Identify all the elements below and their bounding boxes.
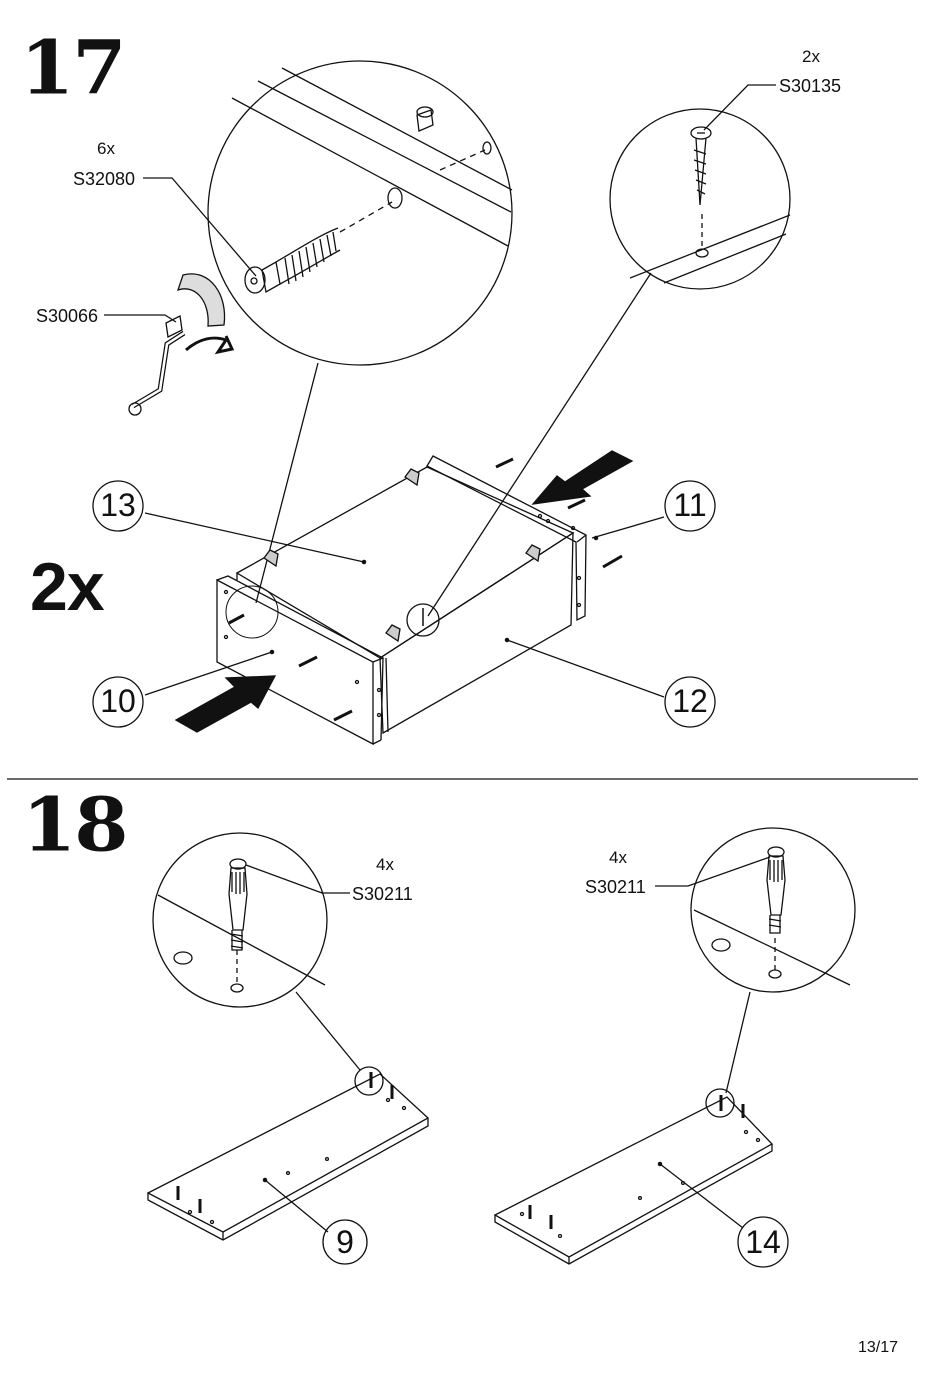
connector-cam [255,362,319,604]
hardware-code: S30211 [352,884,413,904]
part-circle-11 [664,480,716,532]
step-number: 18 [22,782,129,869]
part-number: 13 [100,487,136,523]
zoom-circle-screw [609,108,791,290]
leader-s30211-right [655,856,771,887]
part-number: 9 [336,1224,354,1260]
part-circle-13 [92,480,144,532]
arrow-front [174,675,277,733]
connector-screw [427,272,652,617]
part-number: 14 [745,1224,781,1260]
hardware-qty: 6x [97,139,115,158]
zoom-circle-connector-right [690,827,856,993]
leader-s30211-left [245,864,350,894]
part-circle-9 [322,1219,368,1265]
hardware-code: S32080 [73,169,136,189]
hardware-code: S30066 [36,306,99,326]
hardware-code: S30211 [585,877,646,897]
leader-s30066 [104,314,177,323]
hardware-code: S30135 [779,76,842,96]
arrow-back [531,450,634,505]
drawer-assembly [216,455,623,746]
part-number: 11 [673,487,707,523]
step-number: 17 [20,25,127,112]
part-number: 10 [100,683,136,719]
leader-s32080 [143,177,257,277]
part-number: 12 [672,683,708,719]
zoom-circle-cam-bolt [207,60,513,366]
leader-s30135 [703,84,776,131]
part-circle-14 [737,1216,789,1268]
panel-14 [493,1095,774,1265]
quantity-multiplier: 2x [30,549,105,625]
allen-key [128,273,235,416]
hardware-qty: 4x [376,855,394,874]
zoom-circle-connector-left [152,832,328,1008]
part-circle-12 [664,676,716,728]
part-circle-10 [92,676,144,728]
panel-9 [146,1072,430,1241]
hardware-qty: 4x [609,848,627,867]
page-indicator: 13/17 [857,1339,898,1356]
hardware-qty: 2x [802,47,820,66]
